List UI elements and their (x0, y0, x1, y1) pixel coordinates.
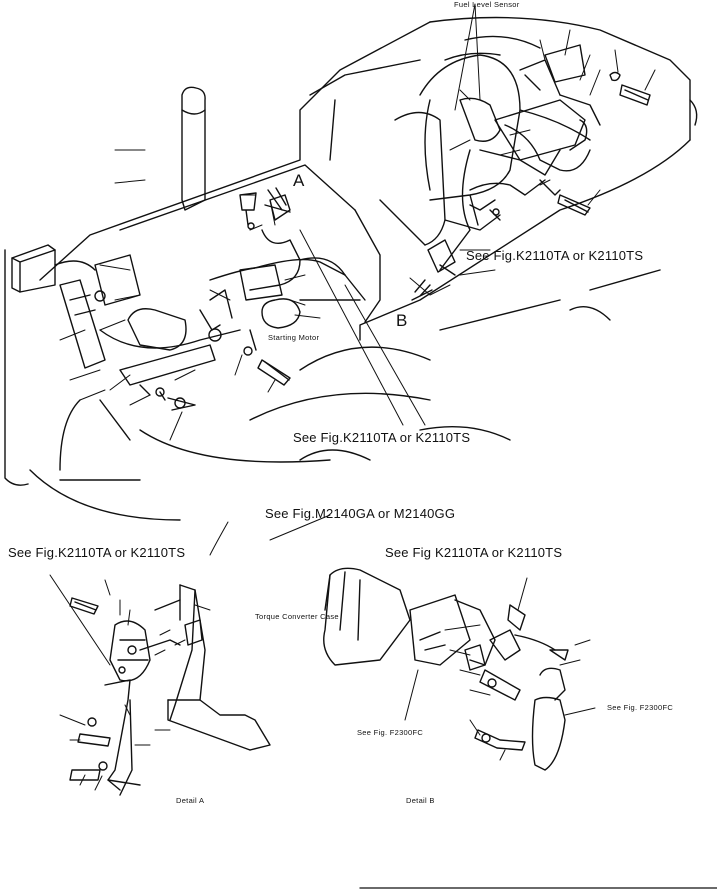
machine-body-outline (4, 16, 698, 521)
view-a-label: A (293, 171, 305, 190)
fig-ref-k2110-center: See Fig.K2110TA or K2110TS (293, 430, 471, 445)
fuel-level-sensor-label: Fuel Level Sensor (454, 0, 520, 9)
reference-leaders (209, 229, 451, 556)
operator-seat (379, 54, 591, 246)
center-components (199, 192, 346, 386)
left-components (11, 244, 253, 411)
fig-ref-f2300fc-left: See Fig. F2300FC (357, 728, 424, 737)
leader-lines-top (59, 3, 656, 441)
fig-ref-k2110-detail-b: See Fig K2110TA or K2110TS (385, 545, 563, 560)
view-b-label: B (396, 311, 408, 330)
view-arrow-a (264, 187, 291, 213)
fig-ref-m2140: See Fig.M2140GA or M2140GG (265, 506, 456, 521)
detail-b-caption: Detail B (406, 796, 435, 805)
detail-a-caption: Detail A (176, 796, 205, 805)
detail-a-drawing (69, 584, 271, 796)
fig-ref-f2300fc-right: See Fig. F2300FC (607, 703, 674, 712)
detail-b-leaders (404, 577, 596, 761)
fuel-sensor-assembly (427, 44, 651, 276)
fig-ref-k2110-top-right: See Fig.K2110TA or K2110TS (466, 248, 644, 263)
torque-converter-case-label: Torque Converter Case (255, 612, 339, 621)
detail-a-leaders (49, 574, 211, 791)
view-arrow-b (411, 279, 433, 301)
starting-motor-label: Starting Motor (268, 333, 320, 342)
detail-b-drawing (323, 567, 569, 771)
fig-ref-k2110-detail-a: See Fig.K2110TA or K2110TS (8, 545, 186, 560)
exhaust-stack (181, 86, 206, 211)
